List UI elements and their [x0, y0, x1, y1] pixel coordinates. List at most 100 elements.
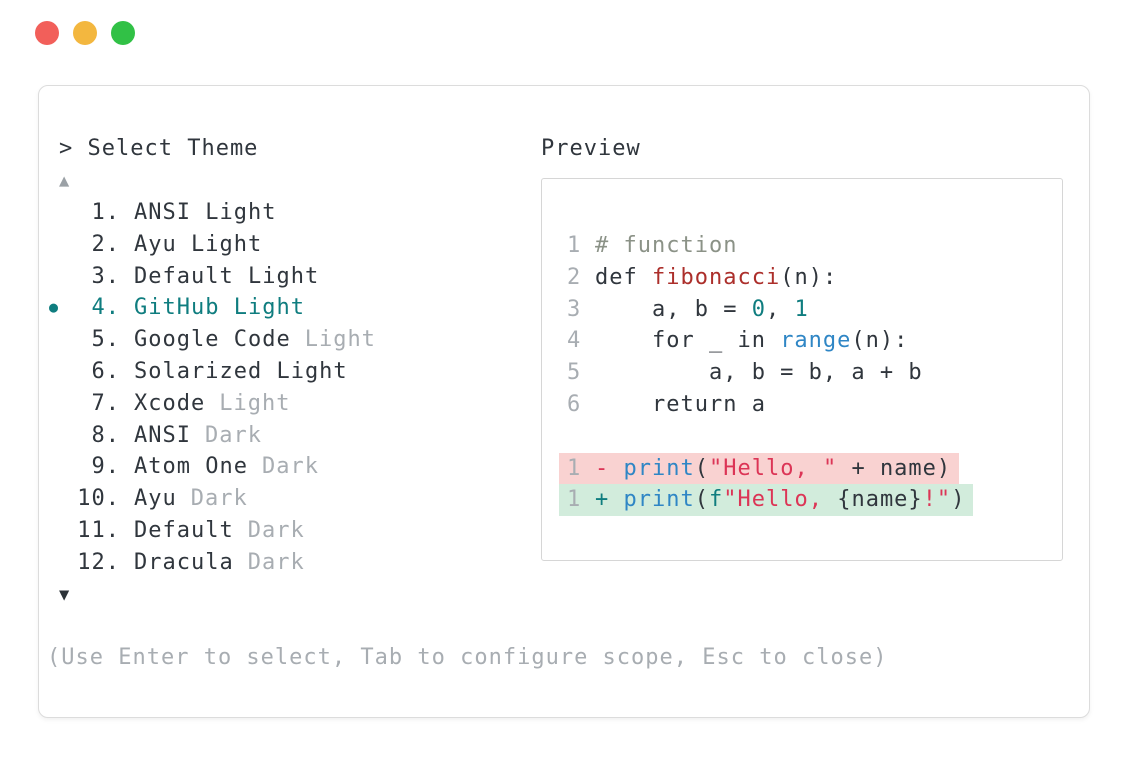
theme-item-number: 12.: [77, 549, 120, 575]
token-number: +: [595, 487, 624, 513]
code-line: 6 return a: [567, 389, 973, 421]
theme-item-variant: Dark: [261, 454, 319, 480]
code-line: 2 def fibonacci(n):: [567, 262, 973, 294]
code-tokens: def fibonacci(n):: [595, 262, 837, 294]
token-call: print: [623, 487, 695, 513]
theme-item-name: ANSI: [134, 422, 191, 448]
diff-line-added: 1 + print(f"Hello, {name}!"): [559, 484, 974, 517]
theme-item-number: 4.: [91, 295, 120, 321]
close-button[interactable]: [35, 21, 59, 45]
theme-item-number: 2.: [91, 231, 120, 257]
theme-list: 1. ANSI Light 2. Ayu Light 3. Default Light ● 4…: [49, 197, 376, 579]
theme-item-dracula-dark[interactable]: 12. Dracula Dark: [49, 547, 376, 579]
theme-item-number: 11.: [77, 517, 120, 543]
theme-item-google-code-light[interactable]: 5. Google Code Light: [49, 324, 376, 356]
token-text: + name): [837, 455, 952, 481]
token-text: a, b = b, a + b: [595, 360, 923, 386]
token-text: a, b =: [595, 296, 752, 322]
token-text: def: [595, 264, 652, 290]
code-tokens: + print(f"Hello, {name}!"): [595, 484, 965, 516]
theme-item-number: 6.: [91, 358, 120, 384]
code-tokens: a, b = b, a + b: [595, 357, 923, 389]
token-text: ): [951, 487, 966, 513]
theme-item-solarized-light[interactable]: 6. Solarized Light: [49, 356, 376, 388]
token-text: for _ in: [595, 328, 781, 354]
token-text: ,: [765, 296, 795, 322]
code-line: 5 a, b = b, a + b: [567, 357, 973, 389]
token-text: return a: [595, 391, 766, 417]
theme-item-number: 3.: [91, 263, 120, 289]
code-tokens: return a: [595, 389, 766, 421]
theme-item-variant: Dark: [247, 549, 305, 575]
theme-item-name: Ayu: [134, 486, 177, 512]
theme-item-name: Solarized Light: [134, 358, 348, 384]
keyboard-hint: (Use Enter to select, Tab to configure s…: [47, 645, 888, 670]
code-tokens: # function: [595, 230, 737, 262]
scroll-down-icon[interactable]: ▼: [59, 585, 71, 605]
theme-item-ansi-dark[interactable]: 8. ANSI Dark: [49, 420, 376, 452]
token-string: "Hello, ": [708, 455, 838, 481]
theme-item-number: 7.: [91, 390, 120, 416]
line-number: 1: [567, 455, 582, 481]
theme-item-variant: Light: [304, 327, 376, 353]
theme-item-variant: Dark: [247, 517, 305, 543]
theme-item-variant: Dark: [190, 486, 248, 512]
token-number: 1: [794, 296, 809, 322]
theme-item-number: 9.: [91, 454, 120, 480]
theme-item-number: 10.: [77, 486, 120, 512]
theme-item-name: Ayu Light: [134, 231, 263, 257]
theme-item-number: 8.: [91, 422, 120, 448]
token-number: 0: [751, 296, 766, 322]
token-text: (: [694, 455, 709, 481]
token-string: !": [922, 487, 952, 513]
theme-item-name: Default: [134, 517, 234, 543]
token-text: (n):: [780, 264, 838, 290]
code-blank-line: [567, 421, 973, 453]
token-comment: # function: [595, 233, 738, 258]
theme-item-default-light[interactable]: 3. Default Light: [49, 261, 376, 293]
line-number: [567, 421, 581, 453]
theme-item-number: 1.: [91, 200, 120, 225]
code-preview: 1 # function 2 def fibonacci(n):3 a, b = 0,…: [559, 230, 974, 517]
diff-line-removed: 1- print("Hello, " + name): [559, 452, 960, 485]
theme-item-name: GitHub Light: [134, 295, 305, 321]
line-number: 5: [567, 360, 582, 386]
theme-item-name: ANSI Light: [134, 200, 277, 225]
theme-item-name: Xcode: [134, 390, 206, 416]
theme-item-github-light[interactable]: ● 4. GitHub Light: [49, 292, 376, 324]
line-number: 2: [567, 264, 582, 290]
selected-bullet-icon: ●: [49, 298, 60, 317]
theme-item-atom-one-dark[interactable]: 9. Atom One Dark: [49, 451, 376, 483]
theme-item-name: Atom One: [134, 454, 248, 480]
theme-item-name: Default Light: [134, 263, 320, 289]
theme-item-name: Dracula: [134, 549, 234, 575]
theme-item-xcode-light[interactable]: 7. Xcode Light: [49, 388, 376, 420]
theme-item-ayu-dark[interactable]: 10. Ayu Dark: [49, 483, 376, 515]
select-theme-prompt: > Select Theme: [59, 136, 259, 161]
line-number: 1: [567, 233, 582, 258]
minimize-button[interactable]: [73, 21, 97, 45]
token-call: range: [780, 328, 852, 354]
line-number: 4: [567, 328, 582, 354]
theme-item-number: 5.: [91, 327, 120, 353]
code-line: 3 a, b = 0, 1: [567, 294, 973, 326]
preview-title: Preview: [541, 136, 641, 161]
window-traffic-lights: [35, 21, 135, 45]
theme-item-name: Google Code: [134, 327, 291, 353]
code-line: 4 for _ in range(n):: [567, 325, 973, 357]
line-number: 1: [567, 487, 582, 513]
theme-picker-panel: > Select Theme ▲ 1. ANSI Light 2. Ayu Light…: [38, 85, 1090, 718]
theme-item-ansi-light[interactable]: 1. ANSI Light: [49, 197, 376, 229]
preview-box: 1 # function 2 def fibonacci(n):3 a, b = 0,…: [541, 178, 1063, 561]
zoom-button[interactable]: [111, 21, 135, 45]
code-tokens: a, b = 0, 1: [595, 294, 809, 326]
theme-item-default-dark[interactable]: 11. Default Dark: [49, 515, 376, 547]
scroll-up-icon[interactable]: ▲: [59, 171, 71, 191]
token-string: -: [595, 455, 624, 481]
theme-item-variant: Light: [219, 390, 291, 416]
token-text: (: [694, 487, 709, 513]
token-call: print: [623, 455, 695, 481]
theme-item-ayu-light[interactable]: 2. Ayu Light: [49, 229, 376, 261]
theme-item-variant: Dark: [204, 422, 262, 448]
code-tokens: - print("Hello, " + name): [595, 453, 951, 485]
